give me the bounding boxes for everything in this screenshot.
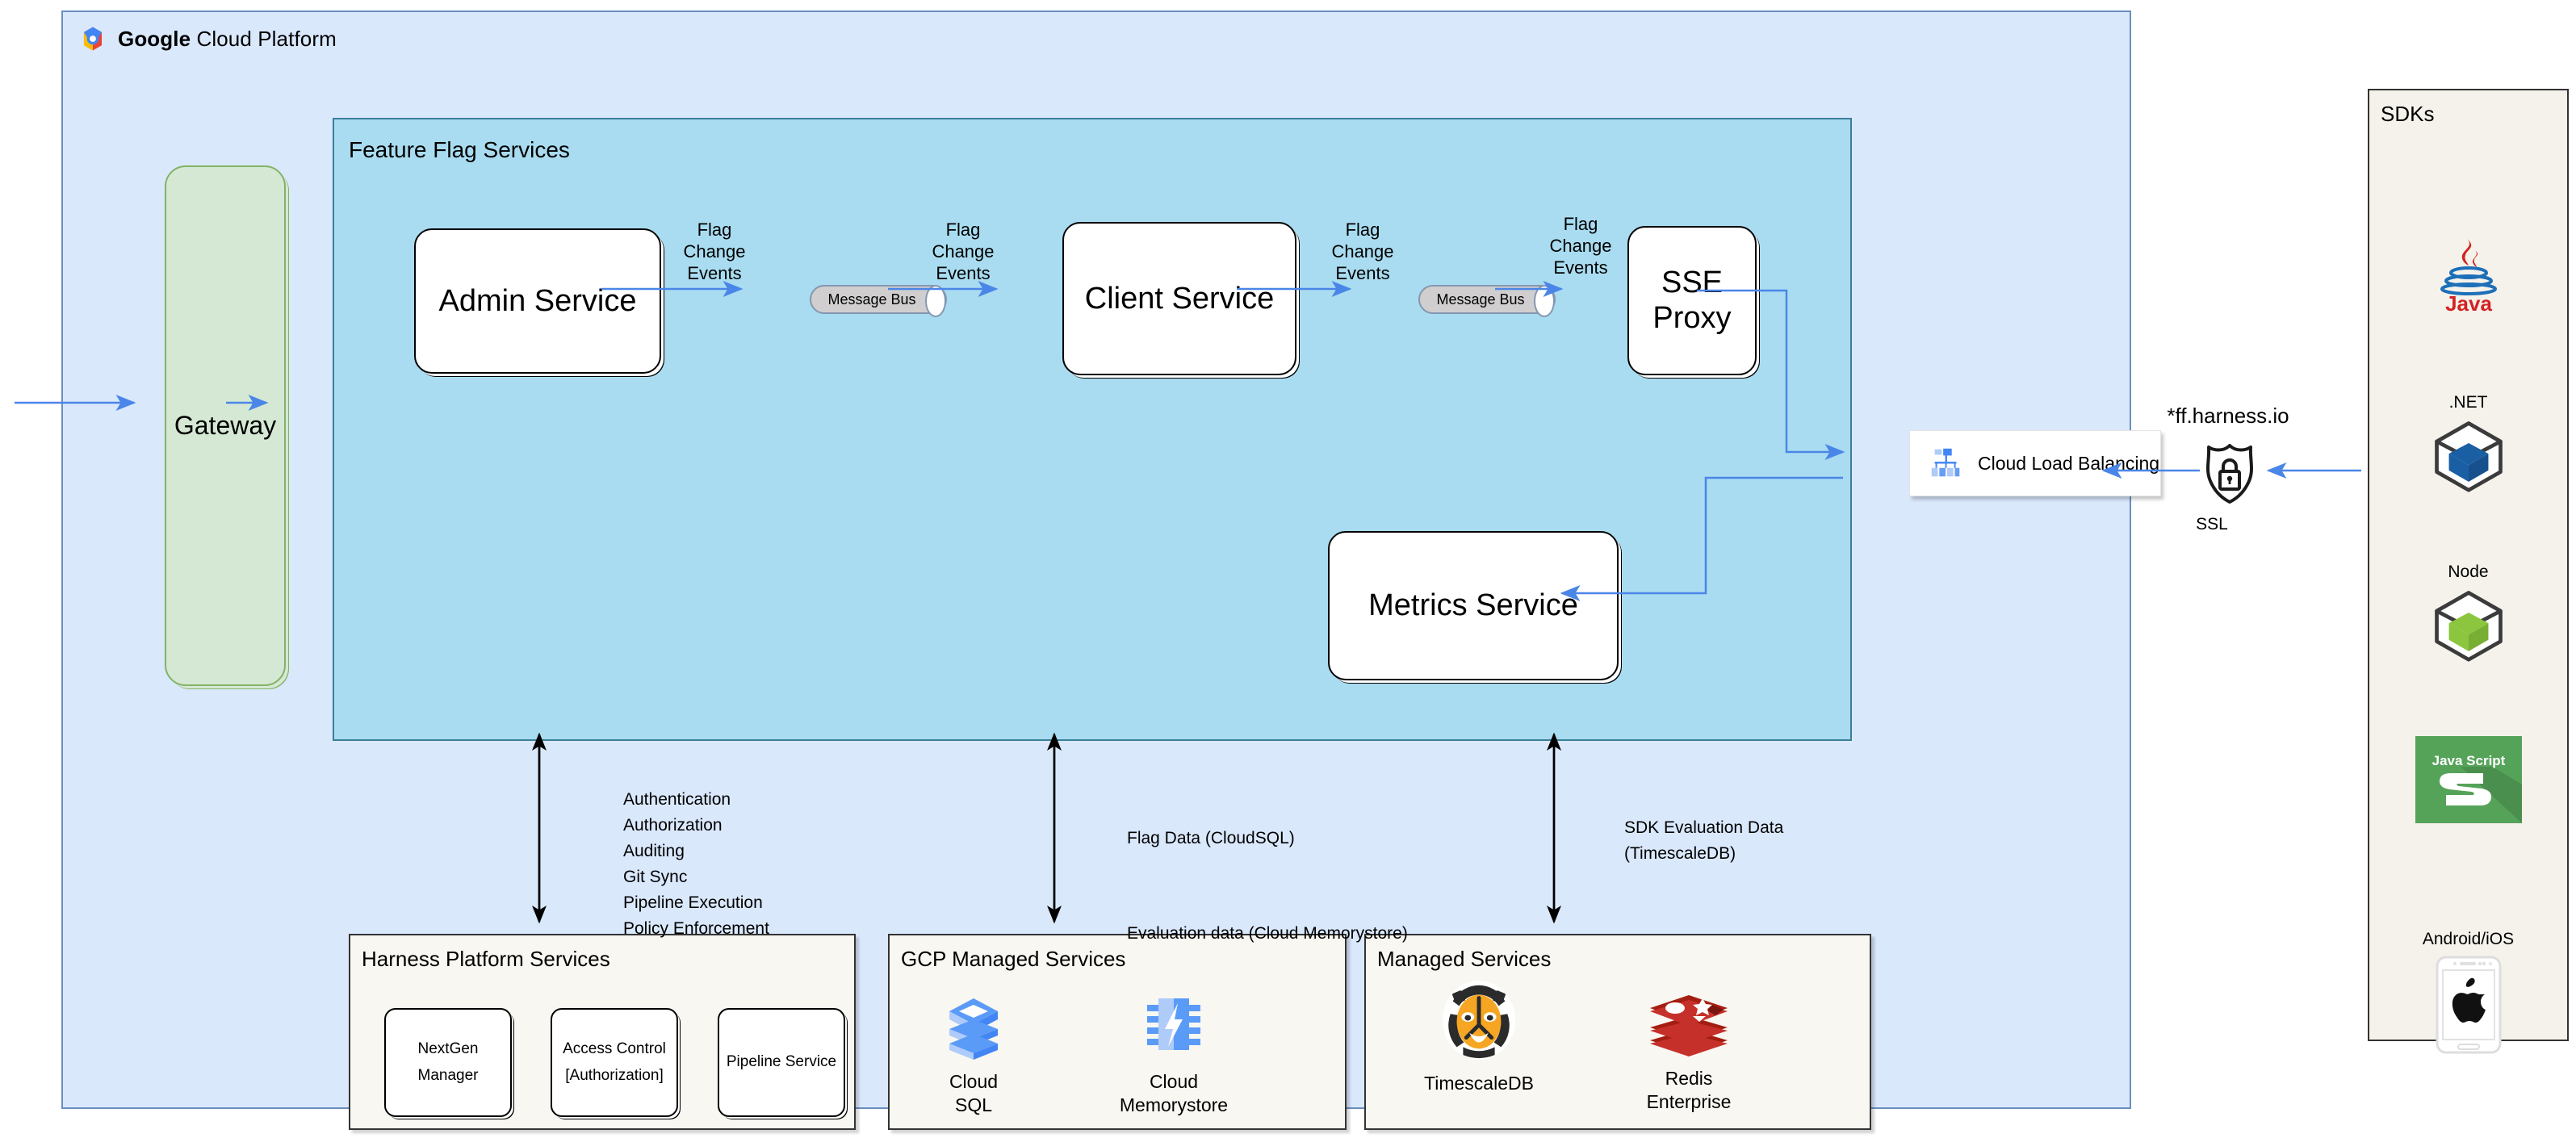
message-bus-label-1: Message Bus <box>827 291 916 308</box>
edge-label-flag-change-events-2: Flag Change Events <box>932 220 995 283</box>
google-cloud-platform-panel: Google Cloud Platform Gateway Feature Fl… <box>61 10 2161 1130</box>
svg-text:Java Script: Java Script <box>2431 753 2505 768</box>
gateway-node[interactable]: Gateway <box>165 165 286 686</box>
timescaledb-tiger-icon <box>1442 981 1516 1061</box>
sdk-caption-node: Node <box>2448 563 2489 581</box>
redis-stack-icon <box>1650 995 1728 1056</box>
gcp-title-rest: Cloud Platform <box>191 26 337 51</box>
annotation-harness-capabilities: Authentication Authorization Auditing Gi… <box>623 790 769 938</box>
feature-flag-services-title: Feature Flag Services <box>349 137 570 162</box>
node-cube-icon <box>2434 591 2503 662</box>
pipeline-service-label: Pipeline Service <box>726 1053 837 1071</box>
gcp-title-bold: Google <box>118 26 191 51</box>
cloud-load-balancing-icon <box>1931 448 1960 477</box>
cloud-memorystore-item[interactable]: Cloud Memorystore <box>1101 994 1246 1117</box>
sdk-caption-android-ios: Android/iOS <box>2422 930 2515 948</box>
message-bus-label-2: Message Bus <box>1436 291 1525 308</box>
harness-platform-services-panel: Harness Platform Services NextGen Manage… <box>349 934 856 1130</box>
edge-label-flag-change-events-4: Flag Change Events <box>1549 214 1612 278</box>
client-service-node[interactable]: Client Service <box>1062 222 1296 375</box>
cloud-sql-label: Cloud SQL <box>949 1071 999 1115</box>
nextgen-manager-label: NextGen Manager <box>417 1040 479 1084</box>
sdks-panel: SDKs Java .NET Node <box>2368 89 2569 1054</box>
admin-service-label: Admin Service <box>438 283 637 318</box>
gcp-header: Google Cloud Platform <box>79 25 337 52</box>
harness-platform-services-title: Harness Platform Services <box>362 947 610 971</box>
sdks-title: SDKs <box>2381 102 2435 126</box>
client-service-label: Client Service <box>1084 281 1275 316</box>
gcp-managed-services-title: GCP Managed Services <box>901 947 1126 971</box>
message-bus-node-1[interactable]: Message Bus <box>810 285 947 317</box>
sdk-item-javascript[interactable]: Java Script <box>2369 736 2567 827</box>
sdk-item-dotnet[interactable]: .NET <box>2369 393 2567 497</box>
ssl-shield-lock-icon <box>2202 442 2257 509</box>
mobile-phone-apple-icon <box>2436 956 2501 1054</box>
edge-label-flag-change-events-3: Flag Change Events <box>1331 220 1394 283</box>
annotation-sdk-evaluation-data: SDK Evaluation Data (TimescaleDB) <box>1624 818 1784 863</box>
redis-enterprise-item[interactable]: Redis Enterprise <box>1616 989 1761 1114</box>
sse-proxy-label: SSE Proxy <box>1652 265 1732 335</box>
domain-label: *ff.harness.io <box>2167 404 2289 428</box>
managed-services-title: Managed Services <box>1377 947 1552 971</box>
sdk-caption-dotnet: .NET <box>2448 393 2488 412</box>
access-control-label: Access Control [Authorization] <box>563 1040 666 1084</box>
sdk-item-node[interactable]: Node <box>2369 563 2567 667</box>
cloud-load-balancing-label: Cloud Load Balancing <box>1978 452 2160 474</box>
cloud-memorystore-icon <box>1147 998 1200 1050</box>
cloud-sql-item[interactable]: Cloud SQL <box>901 994 1046 1117</box>
edge-label-flag-change-events-1: Flag Change Events <box>683 220 746 283</box>
sdk-item-java[interactable]: Java <box>2369 236 2567 317</box>
redis-enterprise-label: Redis Enterprise <box>1646 1068 1732 1112</box>
metrics-service-node[interactable]: Metrics Service <box>1328 531 1619 680</box>
admin-service-node[interactable]: Admin Service <box>414 228 661 374</box>
gcp-title: Google Cloud Platform <box>118 27 337 52</box>
cloud-memorystore-label: Cloud Memorystore <box>1119 1071 1229 1115</box>
feature-flag-services-panel: Feature Flag Services <box>333 118 1852 741</box>
cloud-load-balancing-node[interactable]: Cloud Load Balancing <box>1909 430 2161 496</box>
message-bus-node-2[interactable]: Message Bus <box>1418 285 1556 317</box>
javascript-logo-icon: Java Script <box>2415 736 2522 823</box>
google-cloud-logo-icon <box>83 27 103 51</box>
svg-text:Java: Java <box>2445 291 2492 313</box>
access-control-node[interactable]: Access Control [Authorization] <box>551 1008 678 1117</box>
java-logo-icon: Java <box>2440 239 2497 316</box>
ssl-caption: SSL <box>2196 515 2228 533</box>
gateway-label: Gateway <box>174 411 277 440</box>
cloud-sql-icon <box>949 998 998 1060</box>
dotnet-cube-icon <box>2434 421 2503 492</box>
annotation-flag-data: Flag Data (CloudSQL) Evaluation data (Cl… <box>1127 829 1408 943</box>
gcp-managed-services-panel: GCP Managed Services <box>888 934 1347 1130</box>
nextgen-manager-node[interactable]: NextGen Manager <box>384 1008 512 1117</box>
metrics-service-label: Metrics Service <box>1368 588 1578 622</box>
pipeline-service-node[interactable]: Pipeline Service <box>718 1008 845 1117</box>
managed-services-panel: Managed Services <box>1364 934 1871 1130</box>
timescaledb-item[interactable]: TimescaleDB <box>1406 981 1552 1095</box>
sse-proxy-node[interactable]: SSE Proxy <box>1627 226 1757 375</box>
sdk-item-android-ios[interactable]: Android/iOS <box>2369 930 2567 1060</box>
timescaledb-label: TimescaleDB <box>1424 1073 1534 1094</box>
